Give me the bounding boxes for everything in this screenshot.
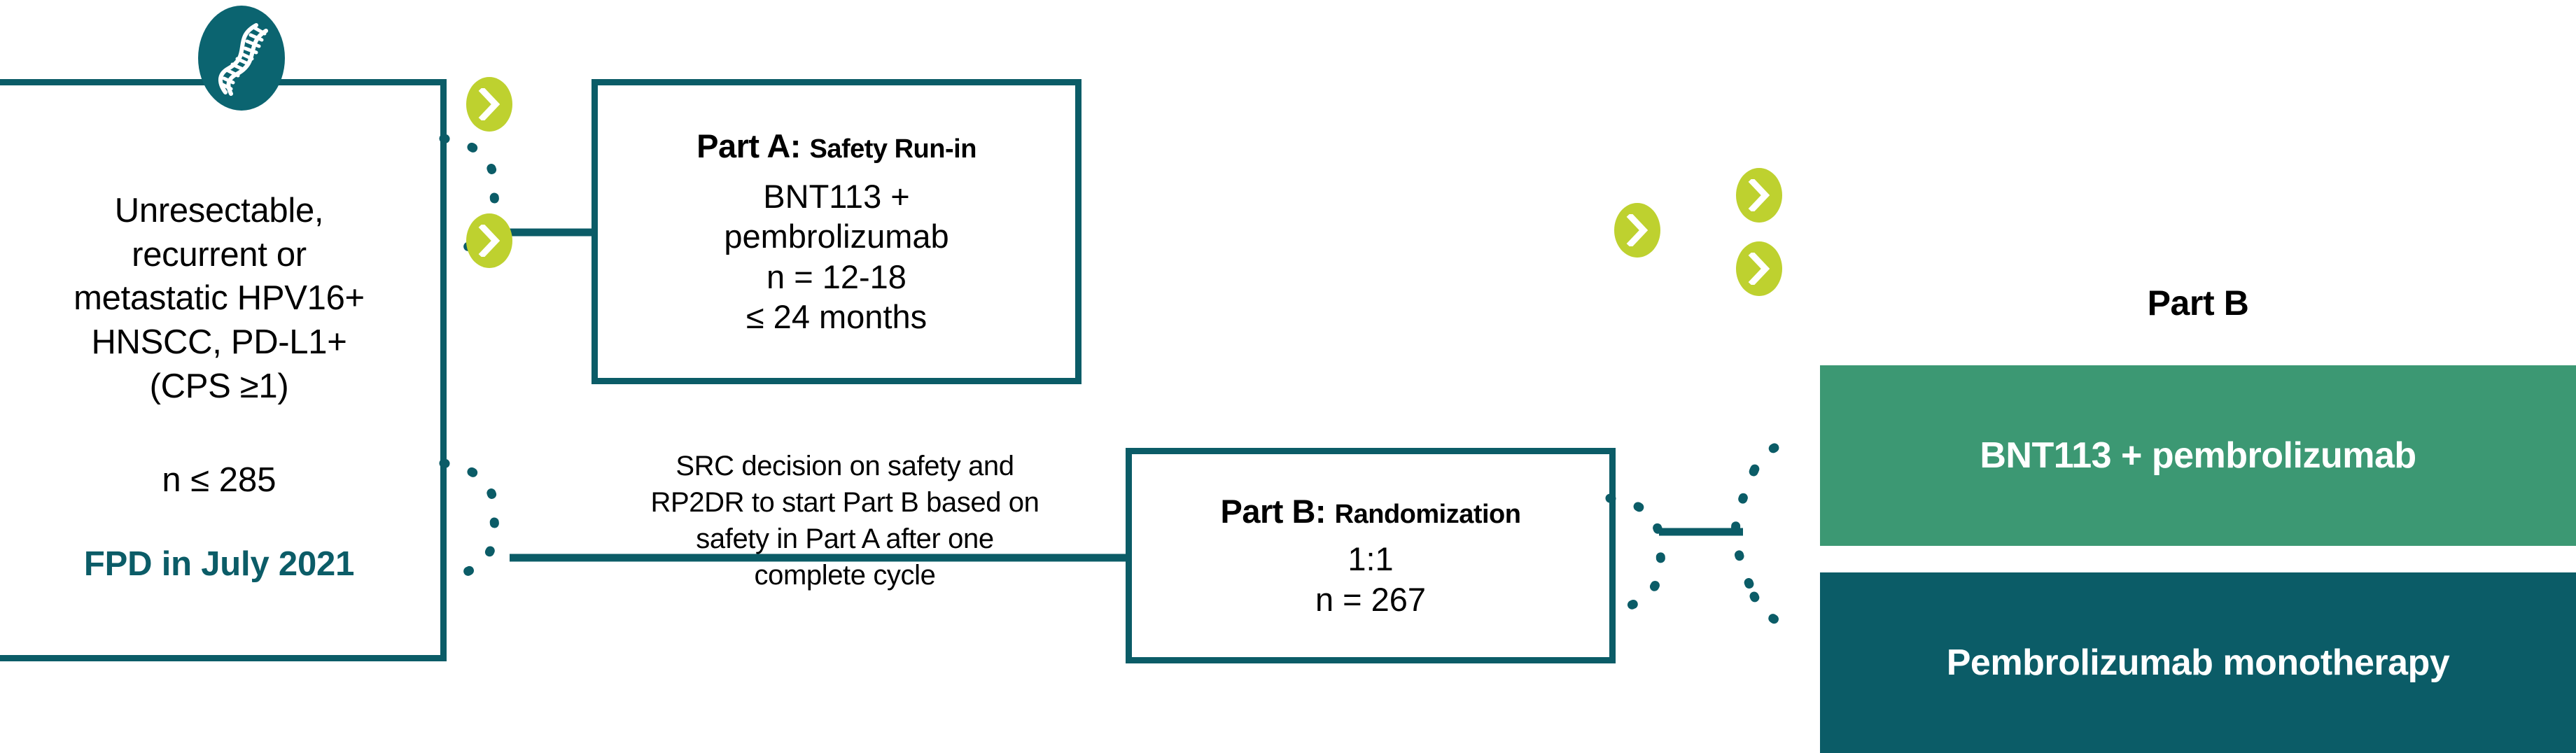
treatment-arm-label: BNT113 + pembrolizumab bbox=[1980, 435, 2416, 476]
src-caption-line: RP2DR to start Part B based on bbox=[650, 487, 1040, 518]
chevron-right-icon-from-randomization bbox=[1614, 203, 1660, 258]
chevron-right-icon-to-combination-arm bbox=[1736, 168, 1782, 223]
eligibility-sample-size: n ≤ 285 bbox=[162, 460, 276, 499]
part-a-detail: BNT113 + bbox=[763, 177, 910, 215]
criteria-line: Unresectable, bbox=[114, 192, 324, 230]
part-b-title: Part B bbox=[2147, 283, 2249, 323]
src-decision-caption: SRC decision on safety and RP2DR to star… bbox=[568, 448, 1121, 593]
criteria-line: recurrent or bbox=[132, 235, 307, 274]
part-b-sample-size: n = 267 bbox=[1315, 580, 1427, 618]
chevron-right-icon-to-part-a bbox=[466, 77, 512, 132]
chevron-right-icon-to-monotherapy-arm bbox=[1736, 241, 1782, 296]
part-a-detail: ≤ 24 months bbox=[746, 297, 927, 335]
part-b-heading-bold: Part B: bbox=[1220, 493, 1326, 530]
dna-helix-icon bbox=[198, 6, 285, 111]
treatment-arm-combination: BNT113 + pembrolizumab bbox=[1820, 365, 2576, 546]
part-a-box: Part A: Safety Run-in BNT113 + pembroliz… bbox=[592, 79, 1082, 384]
part-b-randomization-heading: Part B: Randomization bbox=[1221, 492, 1521, 530]
eligibility-box: Unresectable, recurrent or metastatic HP… bbox=[0, 79, 447, 661]
part-b-ratio: 1:1 bbox=[1348, 540, 1394, 578]
part-b-heading-sub: Randomization bbox=[1334, 500, 1521, 530]
dotted-arc-randomization-out bbox=[1605, 493, 1665, 615]
dotted-arc-to-combination bbox=[1749, 436, 1797, 475]
dotted-arc-box1-to-partb bbox=[439, 458, 500, 583]
dotted-arc-to-monotherapy bbox=[1749, 591, 1797, 632]
part-a-heading: Part A: Safety Run-in bbox=[696, 127, 976, 165]
part-a-heading-bold: Part A: bbox=[696, 127, 801, 164]
eligibility-milestone: FPD in July 2021 bbox=[83, 544, 355, 583]
chevron-right-icon-to-src bbox=[466, 213, 512, 268]
criteria-line: (CPS ≥1) bbox=[149, 367, 289, 405]
eligibility-criteria: Unresectable, recurrent or metastatic HP… bbox=[74, 189, 365, 409]
criteria-line: metastatic HPV16+ bbox=[74, 279, 365, 318]
treatment-arm-monotherapy: Pembrolizumab monotherapy bbox=[1820, 572, 2576, 753]
part-b-randomization-box: Part B: Randomization 1:1 n = 267 bbox=[1126, 448, 1616, 663]
part-a-detail: pembrolizumab bbox=[724, 218, 949, 255]
part-a-detail: n = 12-18 bbox=[766, 258, 906, 295]
treatment-arm-label: Pembrolizumab monotherapy bbox=[1946, 642, 2450, 683]
dotted-arc-split-vertical bbox=[1731, 465, 1759, 601]
criteria-line: HNSCC, PD-L1+ bbox=[91, 323, 347, 362]
src-caption-line: safety in Part A after one bbox=[696, 523, 994, 554]
src-caption-line: SRC decision on safety and bbox=[676, 451, 1014, 481]
src-caption-line: complete cycle bbox=[754, 560, 936, 591]
part-a-heading-sub: Safety Run-in bbox=[809, 134, 977, 164]
